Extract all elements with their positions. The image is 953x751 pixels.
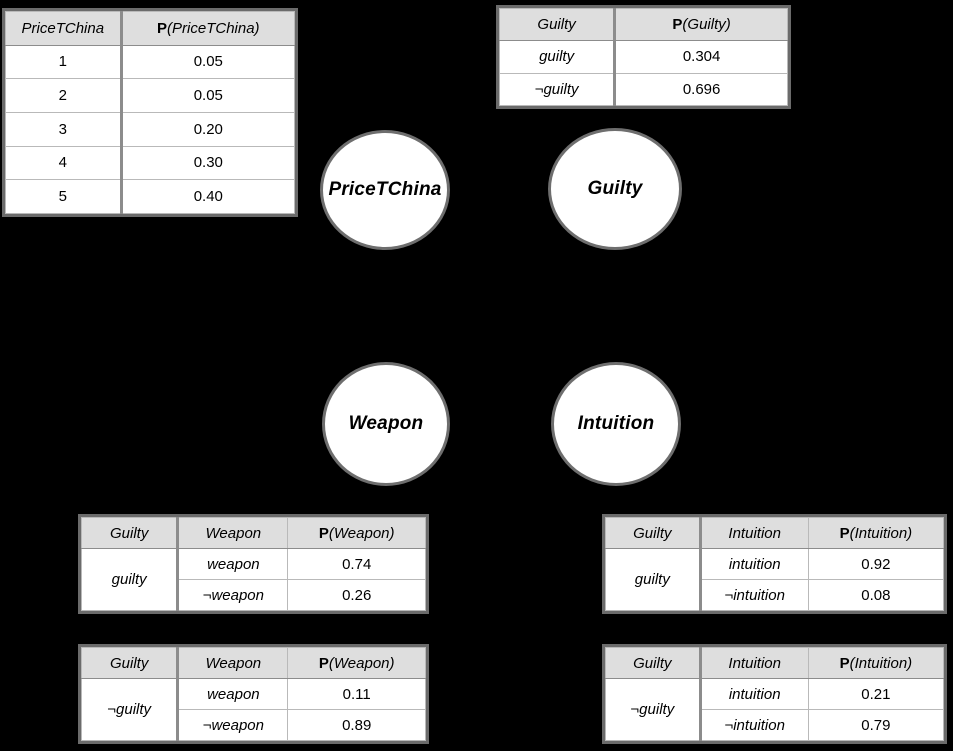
cell-condition: guilty: [605, 548, 702, 611]
cell-value: 2: [5, 78, 123, 113]
cpt-table: Guilty P(Guilty) guilty 0.304 ¬guilty 0.…: [498, 7, 788, 107]
column-header-probability: P(Guilty): [614, 7, 788, 42]
cell-probability: 0.20: [120, 111, 296, 147]
cell-condition: ¬guilty: [80, 678, 180, 741]
cell-probability: 0.74: [287, 548, 426, 580]
cell-condition: ¬guilty: [605, 678, 702, 741]
cell-probability: 0.08: [807, 579, 945, 611]
column-header-probability: P(Weapon): [287, 517, 426, 549]
column-header-guilty: Guilty: [605, 647, 702, 679]
cpt-table: PriceTChina P(PriceTChina) 1 0.05 2 0.05…: [5, 11, 296, 214]
node-intuition[interactable]: Intuition: [551, 362, 681, 486]
table-row: ¬intuition 0.79: [606, 709, 945, 741]
table-row: ¬weapon 0.26: [82, 579, 426, 611]
cell-probability: 0.696: [614, 72, 788, 107]
cell-value: ¬weapon: [177, 709, 289, 741]
cell-probability: 0.11: [287, 678, 426, 710]
table-row: 4 0.30: [5, 145, 296, 181]
cell-value: guilty: [498, 40, 617, 74]
cpt-intuition-given-not-guilty: Guilty Intuition P(Intuition) ¬guilty in…: [602, 644, 947, 744]
node-label: Intuition: [577, 413, 655, 434]
cell-value: intuition: [699, 548, 809, 580]
table-row: ¬guilty weapon 0.11: [80, 678, 426, 741]
cpt-intuition-given-guilty: Guilty Intuition P(Intuition) guilty int…: [602, 514, 947, 614]
cell-value: 5: [5, 179, 123, 214]
cell-value: weapon: [177, 548, 289, 580]
cpt-table: Guilty Intuition P(Intuition) guilty int…: [605, 517, 945, 611]
table-header-row: Guilty P(Guilty): [498, 7, 788, 42]
cell-probability: 0.304: [614, 40, 788, 74]
column-header-guilty: Guilty: [80, 647, 180, 679]
table-row: guilty intuition 0.92: [605, 548, 945, 611]
node-pricetchina[interactable]: PriceTChina: [320, 130, 450, 250]
cpt-table: Guilty Weapon P(Weapon) ¬guilty weapon 0…: [80, 647, 426, 741]
column-header-weapon: Weapon: [177, 647, 289, 679]
cell-value: ¬weapon: [177, 579, 289, 611]
cpt-pricetchina-prior: PriceTChina P(PriceTChina) 1 0.05 2 0.05…: [2, 8, 298, 217]
node-guilty[interactable]: Guilty: [548, 128, 682, 250]
cell-probability: 0.26: [287, 579, 426, 611]
column-header-guilty: Guilty: [80, 517, 180, 549]
cell-probability: 0.92: [807, 548, 945, 580]
cpt-table: Guilty Weapon P(Weapon) guilty weapon 0.…: [80, 517, 426, 611]
column-header-intuition: Intuition: [699, 647, 809, 679]
cpt-guilty-prior: Guilty P(Guilty) guilty 0.304 ¬guilty 0.…: [496, 5, 791, 109]
table-row: 3 0.20: [5, 111, 296, 147]
column-header-guilty: Guilty: [498, 7, 617, 42]
cell-value: ¬intuition: [699, 579, 809, 611]
cell-probability: 0.40: [120, 179, 296, 214]
cpt-weapon-given-not-guilty: Guilty Weapon P(Weapon) ¬guilty weapon 0…: [78, 644, 429, 744]
cell-probability: 0.05: [120, 44, 296, 80]
cpt-table: Guilty Intuition P(Intuition) ¬guilty in…: [605, 647, 945, 741]
table-row: 2 0.05: [5, 78, 296, 113]
table-row: ¬guilty intuition 0.21: [605, 678, 945, 741]
table-row: ¬intuition 0.08: [606, 579, 945, 611]
node-weapon[interactable]: Weapon: [322, 362, 450, 486]
node-label: Guilty: [587, 178, 643, 199]
cell-value: ¬intuition: [699, 709, 809, 741]
table-header-row: Guilty Weapon P(Weapon): [80, 517, 426, 549]
column-header-probability: P(Intuition): [807, 517, 945, 549]
column-header-probability: P(PriceTChina): [120, 11, 296, 46]
table-header-row: Guilty Weapon P(Weapon): [80, 647, 426, 679]
table-row: 1 0.05: [5, 44, 296, 80]
table-row: 5 0.40: [5, 179, 296, 214]
cell-value: ¬guilty: [498, 72, 617, 107]
cell-value: weapon: [177, 678, 289, 710]
table-header-row: Guilty Intuition P(Intuition): [605, 647, 945, 679]
cell-value: intuition: [699, 678, 809, 710]
column-header-pricetchina: PriceTChina: [5, 11, 123, 46]
column-header-weapon: Weapon: [177, 517, 289, 549]
cell-probability: 0.79: [807, 709, 945, 741]
cell-probability: 0.21: [807, 678, 945, 710]
column-header-probability: P(Intuition): [807, 647, 945, 679]
cell-probability: 0.30: [120, 145, 296, 181]
column-header-probability: P(Weapon): [287, 647, 426, 679]
table-row: guilty 0.304: [498, 40, 788, 74]
column-header-intuition: Intuition: [699, 517, 809, 549]
cell-condition: guilty: [80, 548, 180, 611]
cell-probability: 0.89: [287, 709, 426, 741]
table-header-row: PriceTChina P(PriceTChina): [5, 11, 296, 46]
table-row: guilty weapon 0.74: [80, 548, 426, 611]
column-header-guilty: Guilty: [605, 517, 702, 549]
cell-value: 3: [5, 111, 123, 147]
cell-value: 1: [5, 44, 123, 80]
node-label: Weapon: [348, 413, 424, 434]
cell-probability: 0.05: [120, 78, 296, 113]
node-label: PriceTChina: [328, 179, 442, 200]
table-header-row: Guilty Intuition P(Intuition): [605, 517, 945, 549]
cpt-weapon-given-guilty: Guilty Weapon P(Weapon) guilty weapon 0.…: [78, 514, 429, 614]
cell-value: 4: [5, 145, 123, 181]
table-row: ¬guilty 0.696: [498, 72, 788, 107]
table-row: ¬weapon 0.89: [82, 709, 426, 741]
